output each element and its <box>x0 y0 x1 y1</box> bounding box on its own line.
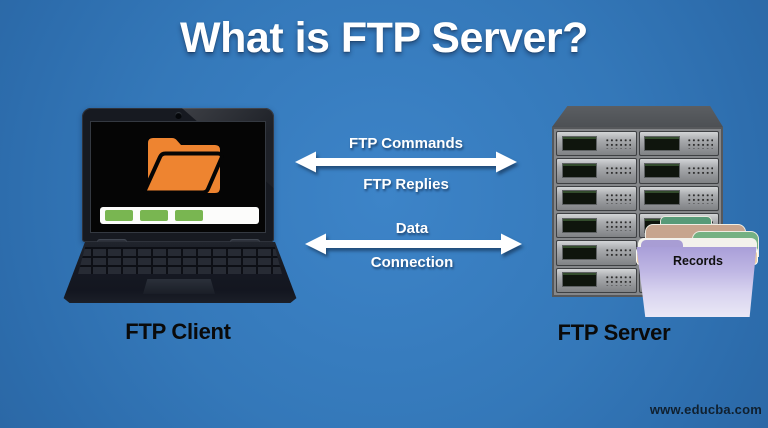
unit-display <box>644 163 680 178</box>
unit-display <box>561 217 598 233</box>
records-folder-front <box>636 247 757 317</box>
unit-vent-dots <box>604 274 631 286</box>
unit-display <box>561 245 598 260</box>
keyboard <box>78 247 282 274</box>
server-unit <box>556 267 637 293</box>
ftp-server-label: FTP Server <box>557 320 671 345</box>
progress-bar <box>100 207 259 224</box>
unit-vent-dots <box>604 247 631 259</box>
open-folder-icon <box>142 138 224 195</box>
unit-display <box>561 163 598 178</box>
webcam-icon <box>175 112 182 119</box>
data-connection-arrow <box>305 233 522 255</box>
unit-vent-dots <box>687 138 714 150</box>
unit-vent-dots <box>687 165 714 177</box>
server-unit <box>638 185 719 211</box>
unit-vent-dots <box>604 138 631 150</box>
server-unit <box>556 158 637 184</box>
unit-vent-dots <box>604 220 631 232</box>
unit-display <box>561 135 598 151</box>
touchpad <box>143 279 215 294</box>
laptop-screen <box>90 121 266 233</box>
server-unit <box>556 131 637 157</box>
arrow-label-ftp-commands: FTP Commands <box>349 135 463 152</box>
rack-top-face <box>552 106 723 127</box>
arrow-label-connection: Connection <box>370 254 454 271</box>
unit-vent-dots <box>604 165 631 177</box>
double-arrow-icons <box>295 151 522 255</box>
unit-display <box>644 190 680 206</box>
server-unit <box>556 240 637 266</box>
ftp-client-label: FTP Client <box>125 319 231 344</box>
unit-display <box>561 190 598 206</box>
unit-display <box>644 135 680 151</box>
server-unit <box>638 158 719 184</box>
unit-vent-dots <box>604 192 631 204</box>
commands-replies-arrow <box>295 151 517 173</box>
progress-segment <box>140 210 168 221</box>
progress-segment <box>105 210 133 221</box>
progress-segment <box>175 210 203 221</box>
server-unit <box>556 213 637 239</box>
unit-vent-dots <box>687 192 714 204</box>
unit-display <box>561 272 598 288</box>
page-title: What is FTP Server? <box>180 14 588 62</box>
server-unit <box>638 131 719 157</box>
watermark: www.educba.com <box>649 402 762 417</box>
laptop-base <box>63 242 297 303</box>
arrow-label-ftp-replies: FTP Replies <box>363 176 449 193</box>
arrow-label-data: Data <box>395 220 429 237</box>
server-unit <box>556 185 637 211</box>
records-folder-label: Records <box>672 254 724 268</box>
